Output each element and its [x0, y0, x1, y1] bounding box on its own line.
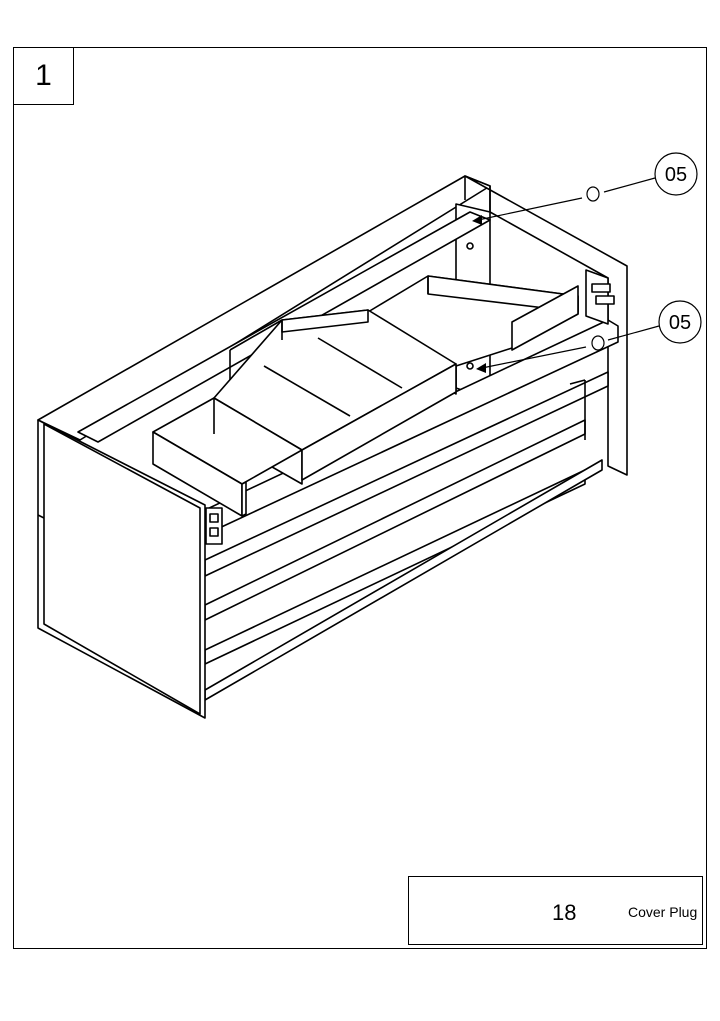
cabinet-left-side-panel: [37, 419, 206, 719]
legend-quantity: 18: [552, 900, 577, 925]
legend-description: Cover Plug: [628, 904, 698, 920]
drawer-lower-left: [152, 397, 303, 517]
callout-upper: [472, 152, 698, 225]
step-number: 1: [13, 47, 74, 105]
callout-lower: [476, 300, 702, 373]
callout-lower-label: 05: [669, 312, 691, 334]
hinge-right: [585, 269, 615, 325]
cabinet-rails: [204, 371, 609, 701]
instruction-frame: [13, 47, 707, 949]
callout-upper-label: 05: [665, 164, 687, 186]
hinge-left: [205, 507, 223, 545]
parts-legend: [408, 876, 703, 945]
